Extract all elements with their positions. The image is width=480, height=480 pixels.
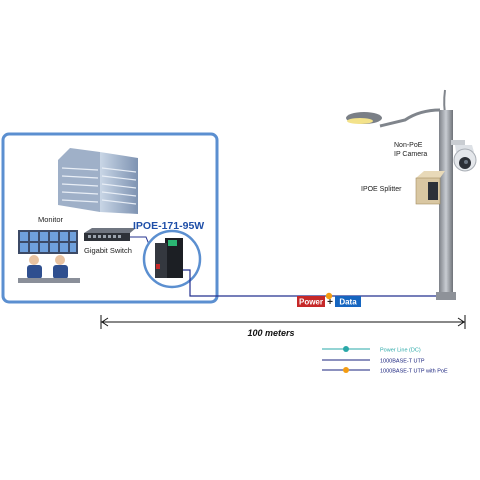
ipoe-splitter-icon xyxy=(415,171,445,205)
data-badge xyxy=(335,296,361,307)
legend-label-poe: 1000BASE-T UTP with PoE xyxy=(380,369,448,375)
street-pole-icon xyxy=(346,89,456,300)
monitor-label: Monitor xyxy=(38,215,64,224)
legend: Power Line (DC) 1000BASE-T UTP 1000BASE-… xyxy=(322,346,448,375)
poe-cable xyxy=(183,184,447,297)
distance-arrow xyxy=(100,315,466,329)
legend-label-utp: 1000BASE-T UTP xyxy=(380,359,425,365)
plus-sign: + xyxy=(327,297,333,308)
switch-label: Gigabit Switch xyxy=(84,246,132,255)
splitter-label: IPOE Splitter xyxy=(361,186,402,193)
monitor-wall-icon xyxy=(18,230,80,283)
gigabit-switch-icon xyxy=(84,228,136,241)
power-badge-label: Power xyxy=(299,298,323,307)
legend-dot-power xyxy=(343,346,349,352)
product-label: IPOE-171-95W xyxy=(133,220,204,232)
power-badge xyxy=(297,296,325,307)
building-icon xyxy=(58,148,138,214)
camera-label-line2: IP Camera xyxy=(394,151,427,158)
legend-dot-poe xyxy=(343,367,349,373)
ip-camera-icon xyxy=(451,140,477,172)
distance-label: 100 meters xyxy=(247,328,294,338)
poe-injector-icon xyxy=(155,238,183,278)
legend-label-power: Power Line (DC) xyxy=(380,348,421,354)
junction-dot xyxy=(325,292,333,300)
data-badge-label: Data xyxy=(339,298,357,307)
camera-label-line1: Non-PoE xyxy=(394,142,423,149)
